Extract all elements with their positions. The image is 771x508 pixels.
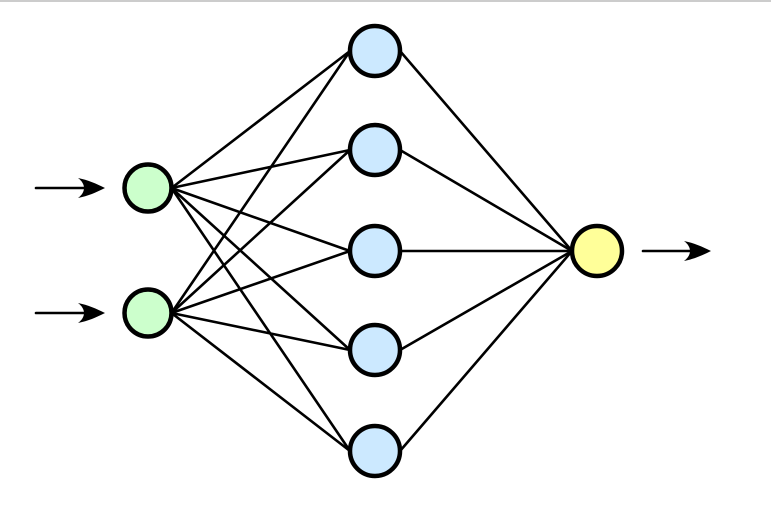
edge-input-1-hidden-2 xyxy=(170,148,352,190)
edge-hidden-4-output-1 xyxy=(398,249,574,352)
input-arrow-1-head xyxy=(78,178,105,198)
node-hidden-3 xyxy=(347,223,403,279)
node-layer xyxy=(122,23,625,479)
node-output-1 xyxy=(569,223,625,279)
output-arrow-head xyxy=(684,241,711,261)
edge-input-2-hidden-2 xyxy=(170,148,352,315)
node-hidden-1 xyxy=(347,23,403,79)
edge-input-1-hidden-5 xyxy=(170,186,352,453)
edge-input-1-hidden-4 xyxy=(170,186,352,352)
edge-input-1-hidden-1 xyxy=(170,49,352,190)
edge-input-2-hidden-4 xyxy=(170,311,352,352)
node-input-1 xyxy=(122,162,174,214)
edge-hidden-1-output-1 xyxy=(398,49,574,253)
node-input-2 xyxy=(122,287,174,339)
edge-input-2-hidden-1 xyxy=(170,49,352,315)
edge-hidden-2-output-1 xyxy=(398,148,574,253)
node-hidden-2 xyxy=(347,122,403,178)
input-arrow-1 xyxy=(34,178,105,198)
input-arrow-2 xyxy=(34,303,105,323)
edge-hidden-5-output-1 xyxy=(398,249,574,453)
output-arrow xyxy=(641,241,711,261)
edge-layer xyxy=(170,49,574,453)
arrow-layer xyxy=(34,178,711,323)
edge-input-2-hidden-3 xyxy=(170,249,352,315)
node-hidden-4 xyxy=(347,322,403,378)
node-hidden-5 xyxy=(347,423,403,479)
input-arrow-2-head xyxy=(78,303,105,323)
edge-input-2-hidden-5 xyxy=(170,311,352,453)
edge-input-1-hidden-3 xyxy=(170,186,352,253)
